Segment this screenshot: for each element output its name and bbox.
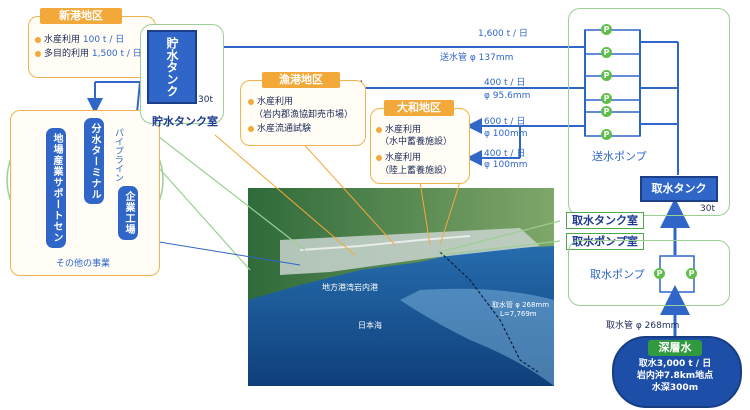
deep-water-title: 深層水: [648, 340, 702, 356]
bullet-icon: [376, 154, 382, 161]
intake-pump-label: 取水ポンプ: [590, 268, 645, 281]
send-pump-label: 送水ポンプ: [592, 150, 647, 163]
map-pipe-label2: L=7,769m: [500, 310, 537, 318]
bullet-icon: [376, 126, 382, 133]
deep-water-line2: 岩内沖7.8km地点: [636, 371, 714, 381]
pump-icon: P: [686, 268, 697, 279]
pump-icon: P: [601, 47, 612, 58]
yamato-item1-sub: （水中蓄養施設）: [380, 137, 453, 147]
pump-icon: P: [601, 24, 612, 35]
pipeline-label: パイプライン: [113, 128, 123, 182]
support-center-pill[interactable]: 地場産業サポートセンター: [31, 128, 66, 248]
intake-pipe-label: 取水管 φ 268mm: [606, 321, 680, 331]
intake-tank-capacity: 30t: [700, 204, 715, 214]
yamato-item2: 水産利用: [376, 150, 421, 163]
niigata-item2: 多目的利用 1,500 t / 日: [35, 46, 142, 59]
gyoko-item1: 水産利用: [248, 94, 293, 107]
storage-tank-capacity: 30t: [198, 95, 213, 105]
deep-water-line1: 取水3,000 t / 日: [638, 359, 712, 369]
pump-icon: P: [654, 268, 665, 279]
map-pipe-label1: 取水管 φ 268mm: [492, 301, 550, 309]
flow1-pipe: 送水管 φ 137mm: [440, 53, 514, 63]
factory-pill[interactable]: 企業工場: [118, 186, 138, 240]
yamato-title: 大和地区: [384, 100, 454, 116]
storage-tank[interactable]: 貯水タンク: [147, 30, 197, 104]
pump-icon: P: [601, 106, 612, 117]
flow2-pipe: φ 95.6mm: [484, 91, 531, 101]
pump-icon: P: [601, 70, 612, 81]
intake-pump-panel: [568, 240, 730, 306]
flow1-rate: 1,600 t / 日: [478, 29, 528, 39]
map-image: [248, 188, 554, 386]
flow3-rate: 600 t / 日: [484, 117, 526, 127]
map-sea-label: 日本海: [358, 321, 382, 330]
intake-tank-room-label: 取水タンク室: [566, 212, 644, 229]
yamato-panel: [370, 108, 470, 184]
storage-tank-room-label: 貯水タンク室: [152, 115, 218, 128]
flow3-pipe: φ 100mm: [484, 129, 528, 139]
intake-tank[interactable]: 取水タンク: [640, 176, 718, 202]
pump-icon: P: [601, 129, 612, 140]
flow4-pipe: φ 100mm: [484, 160, 528, 170]
flow2-rate: 400 t / 日: [484, 78, 526, 88]
deep-water-line3: 水深300m: [651, 383, 699, 393]
water-terminal-pill[interactable]: 分水ターミナル: [84, 118, 104, 204]
yamato-item2-sub: （陸上蓄養施設）: [380, 166, 453, 176]
other-business-label: その他の事業: [56, 259, 111, 269]
send-pump-panel: [568, 8, 730, 216]
niigata-title: 新港地区: [40, 8, 122, 24]
gyoko-item1-sub: （岩内郡漁協卸売市場）: [254, 110, 354, 120]
map-port-label: 地方港湾岩内港: [322, 283, 378, 292]
niigata-item1: 水産利用 100 t / 日: [35, 32, 124, 45]
gyoko-title: 漁港地区: [262, 72, 340, 88]
pump-icon: P: [601, 93, 612, 104]
bullet-icon: [35, 36, 41, 43]
bullet-icon: [248, 98, 254, 105]
intake-pump-room-label: 取水ポンプ室: [566, 233, 644, 250]
deep-water-info: 取水3,000 t / 日 岩内沖7.8km地点 水深300m: [620, 358, 730, 394]
gyoko-item2: 水産流通試験: [248, 121, 311, 134]
bullet-icon: [248, 125, 254, 132]
flow4-rate: 400 t / 日: [484, 149, 526, 159]
yamato-item1: 水産利用: [376, 122, 421, 135]
bullet-icon: [35, 50, 41, 57]
